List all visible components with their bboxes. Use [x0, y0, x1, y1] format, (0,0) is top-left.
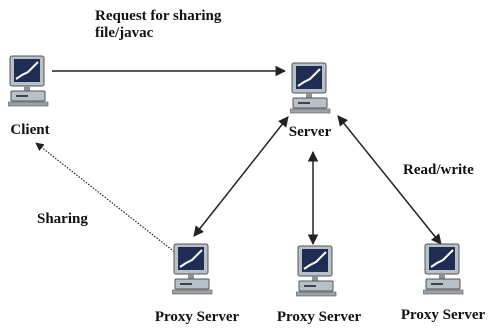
- client-label: Client: [10, 122, 50, 138]
- proxy-server-2-label: Proxy Server: [276, 309, 362, 325]
- screen-graph: [303, 251, 327, 270]
- request-label-line1: Request for sharing: [95, 8, 222, 24]
- request-label: Request for sharing file/javac: [95, 8, 221, 42]
- disk-slot: [180, 283, 192, 285]
- proxy-server-2-computer-icon[interactable]: [296, 245, 340, 297]
- monitor-stand: [306, 93, 312, 98]
- monitor-stand: [24, 86, 30, 91]
- keyboard: [8, 101, 49, 107]
- keyboard: [423, 289, 464, 295]
- read-write-label: Read/write: [403, 162, 474, 178]
- monitor-stand: [188, 274, 194, 279]
- client-computer-icon[interactable]: [8, 55, 52, 107]
- keyboard: [172, 289, 213, 295]
- disk-slot: [16, 95, 28, 97]
- keyboard: [296, 291, 337, 297]
- monitor-stand: [439, 274, 445, 279]
- screen-graph: [297, 68, 321, 87]
- server-computer-icon[interactable]: [290, 62, 334, 114]
- proxy-server-1-label: Proxy Server: [154, 309, 240, 325]
- keyboard: [290, 108, 331, 114]
- proxy-server-1-computer-icon[interactable]: [172, 243, 216, 295]
- server-label: Server: [288, 124, 332, 140]
- edge-proxy1-client-sharing: [35, 142, 187, 262]
- screen-graph: [15, 61, 39, 80]
- sharing-label: Sharing: [37, 211, 88, 227]
- screen-graph: [430, 249, 454, 268]
- disk-slot: [304, 285, 316, 287]
- request-label-line2: file/javac: [95, 25, 154, 41]
- screen-graph: [179, 249, 203, 268]
- disk-slot: [431, 283, 443, 285]
- disk-slot: [298, 102, 310, 104]
- monitor-stand: [312, 276, 318, 281]
- proxy-server-3-computer-icon[interactable]: [423, 243, 467, 295]
- proxy-server-3-label: Proxy Server: [400, 307, 486, 323]
- edge-server-proxy3-readwrite: [337, 115, 442, 245]
- edge-server-proxy1: [193, 116, 289, 237]
